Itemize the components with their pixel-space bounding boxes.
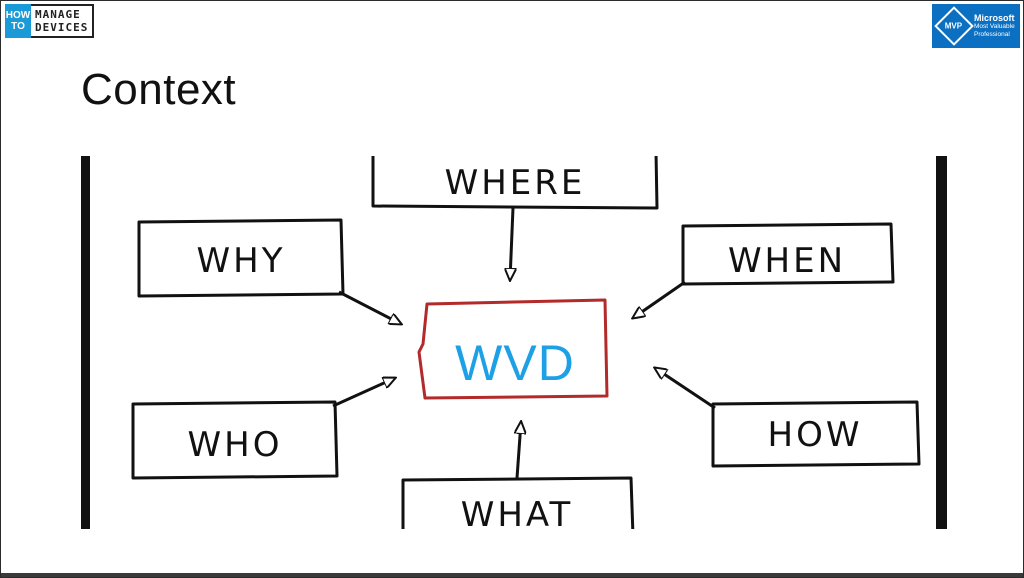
box-why: WHY <box>137 218 345 298</box>
box-what: WHAT <box>401 476 635 529</box>
brand-md-line1: MANAGE <box>35 8 81 21</box>
arrow-what <box>517 422 521 479</box>
box-who: WHO <box>131 400 339 480</box>
arrow-how <box>655 368 716 410</box>
mvp-line3: Professional <box>974 31 1010 38</box>
box-when-label: WHEN <box>728 241 846 281</box>
center-label: WVD <box>455 335 575 391</box>
brand-manage-devices-block: MANAGE DEVICES <box>31 4 95 38</box>
box-where: WHERE <box>371 156 659 210</box>
left-border-bar <box>81 156 90 529</box>
arrow-when <box>633 280 686 318</box>
context-diagram: WHERE WHY WHEN WHO HOW <box>81 156 947 529</box>
arrow-why <box>338 290 401 324</box>
mvp-badge: MVP Microsoft Most Valuable Professional <box>932 4 1020 48</box>
brand-howto-line2: TO <box>11 21 25 32</box>
box-why-label: WHY <box>197 241 286 281</box>
brand-logo: HOW TO MANAGE DEVICES <box>5 4 95 38</box>
slide-title: Context <box>81 65 237 114</box>
box-where-label: WHERE <box>445 163 586 203</box>
mvp-diamond-icon: MVP <box>934 6 974 46</box>
arrow-where <box>510 207 513 280</box>
box-how: HOW <box>711 400 921 468</box>
brand-md-line2: DEVICES <box>35 21 89 34</box>
box-who-label: WHO <box>188 425 283 465</box>
brand-howto-line1: HOW <box>5 10 31 21</box>
mvp-line2: Most Valuable <box>974 23 1015 30</box>
mvp-line1: Microsoft <box>974 13 1015 23</box>
right-border-bar <box>936 156 947 529</box>
center-box-wvd: WVD <box>417 298 609 400</box>
mvp-text: Microsoft Most Valuable Professional <box>974 13 1015 39</box>
box-when: WHEN <box>681 222 895 286</box>
diagram-svg: WHERE WHY WHEN WHO HOW <box>81 156 947 529</box>
box-what-label: WHAT <box>461 495 574 529</box>
arrow-who <box>332 378 395 408</box>
mvp-badge-text: MVP <box>945 21 963 31</box>
box-how-label: HOW <box>768 415 863 455</box>
brand-howto-block: HOW TO <box>5 4 31 38</box>
